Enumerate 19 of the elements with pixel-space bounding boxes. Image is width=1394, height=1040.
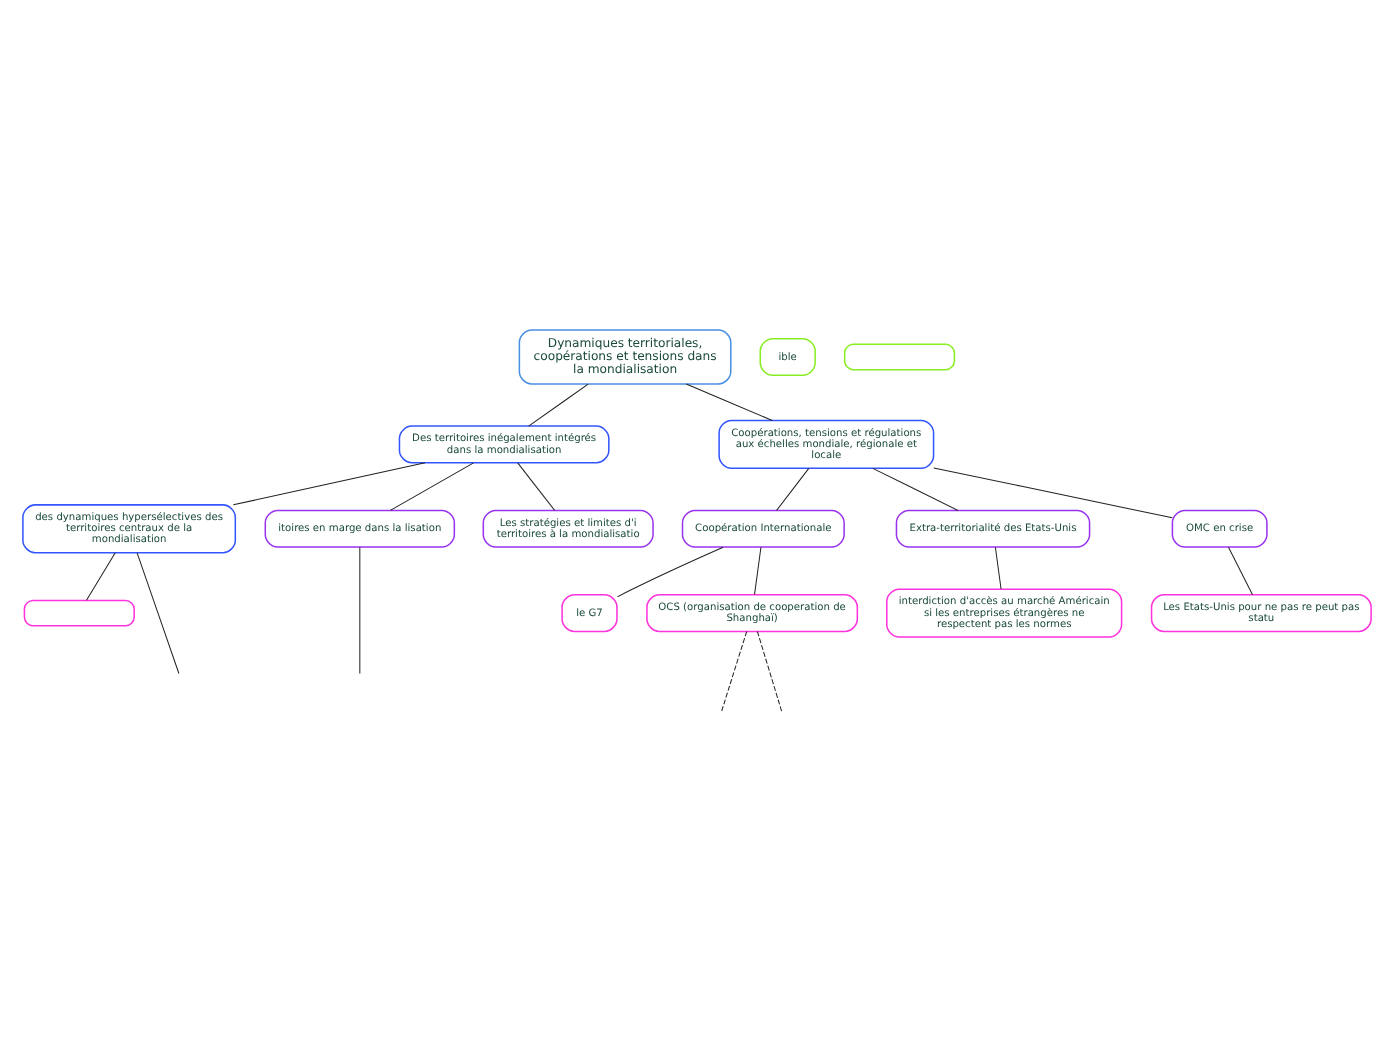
connector — [528, 382, 589, 426]
connector — [389, 461, 475, 510]
connector — [86, 551, 116, 600]
connector — [616, 545, 724, 597]
connector — [872, 466, 959, 510]
connector — [756, 630, 783, 711]
node-box — [23, 598, 135, 626]
connector — [232, 461, 426, 505]
connector — [933, 466, 1173, 518]
connector — [754, 545, 762, 595]
connector — [776, 466, 810, 510]
connector — [994, 545, 1002, 589]
connector — [721, 630, 748, 711]
connector — [359, 545, 361, 674]
connector — [1228, 545, 1254, 595]
connector — [517, 461, 556, 510]
node-box — [843, 342, 956, 370]
connector — [685, 382, 773, 420]
connector — [136, 551, 180, 674]
